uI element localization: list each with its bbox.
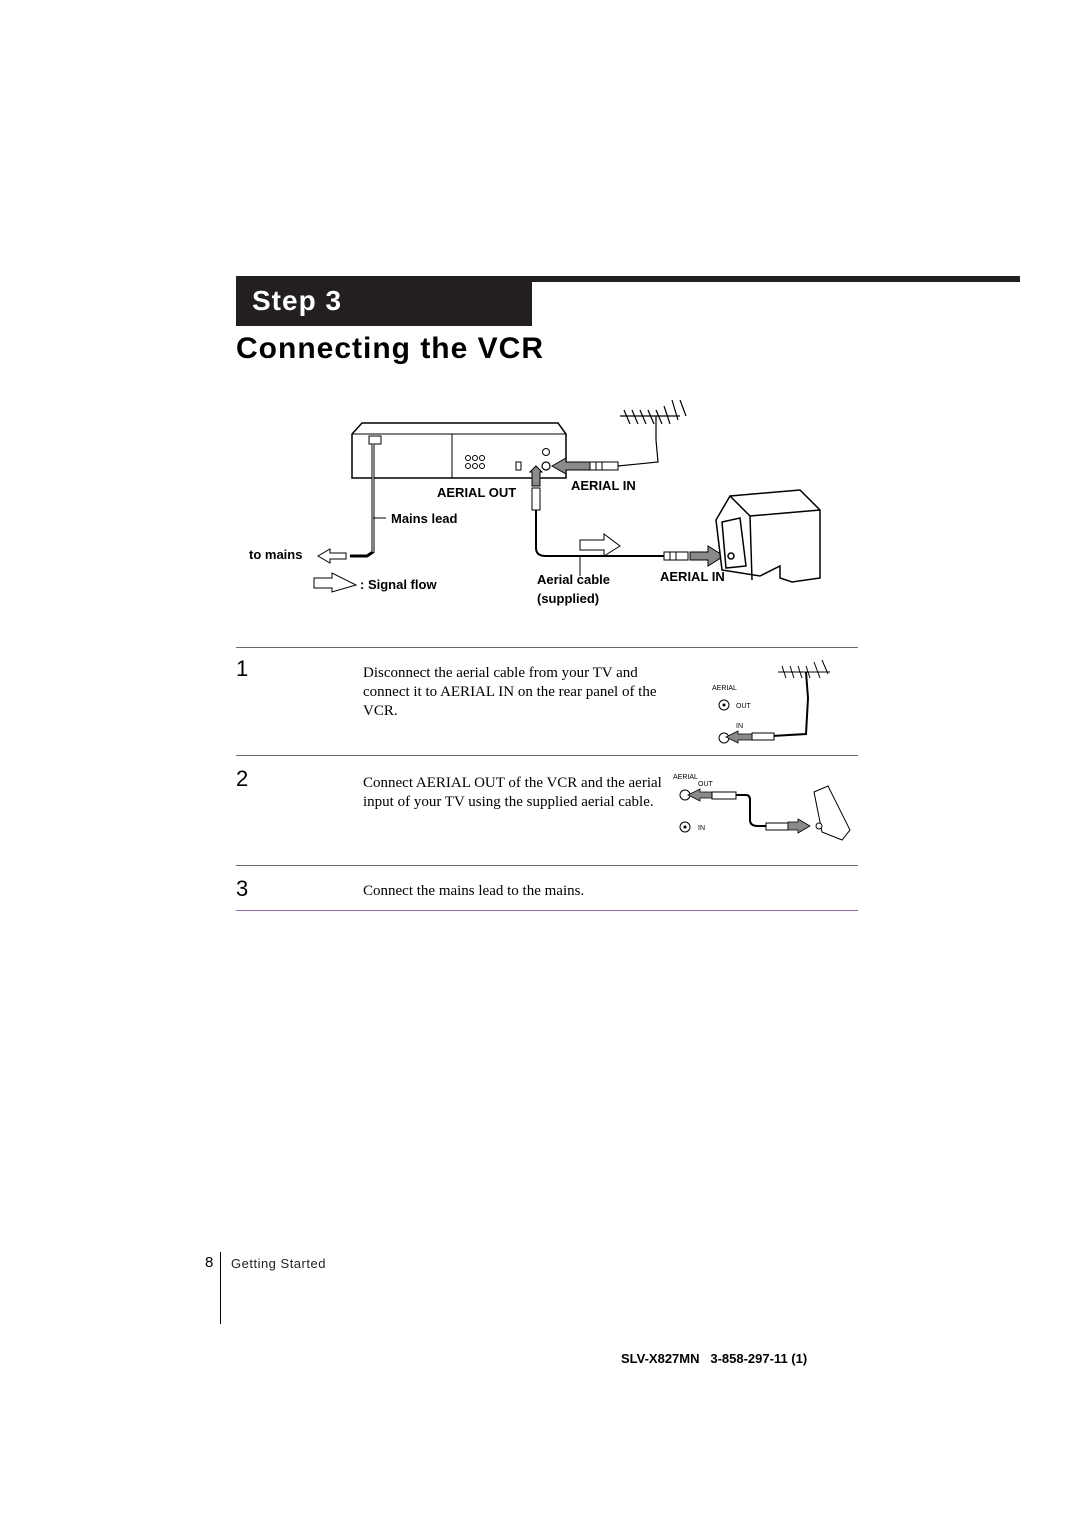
tv-side-icon [813, 785, 851, 841]
signal-arrow [725, 730, 753, 744]
fig-in-label: IN [736, 723, 743, 730]
signal-flow-legend-icon [313, 572, 358, 593]
step-number: 1 [236, 656, 249, 681]
step-header-box: Step 3 [236, 276, 532, 326]
step-number: 2 [236, 766, 249, 791]
step-number: 3 [236, 876, 249, 901]
step-divider [236, 910, 858, 911]
signal-arrow [787, 818, 811, 834]
label-mains-lead: Mains lead [391, 511, 458, 526]
label-aerial-in-vcr: AERIAL IN [571, 478, 636, 493]
aerial-plug [711, 791, 737, 800]
tv-illustration [715, 489, 821, 583]
label-aerial-in-tv: AERIAL IN [660, 569, 725, 584]
section-label: Getting Started [231, 1256, 326, 1271]
to-mains-arrow [317, 548, 347, 564]
fig-aerial-label: AERIAL [673, 774, 698, 781]
label-aerial-cable: Aerial cable [537, 572, 610, 587]
label-signal-flow: : Signal flow [360, 577, 437, 592]
roof-aerial-icon [771, 659, 830, 737]
signal-flow-arrow-cable [579, 533, 621, 557]
signal-arrow-aerial-in [550, 457, 591, 475]
step1-figure: AERIAL OUT IN [712, 659, 830, 744]
step-divider [236, 755, 858, 756]
aerial-plug [751, 732, 775, 741]
roof-aerial-icon [617, 399, 687, 467]
page-number: 8 [205, 1254, 214, 1271]
aerial-cable [531, 470, 689, 576]
connection-diagram: AERIAL OUT AERIAL IN Mains lead to mains… [249, 399, 821, 606]
fig-aerial-label: AERIAL [712, 685, 737, 692]
fig-out-label: OUT [736, 703, 752, 710]
label-aerial-out: AERIAL OUT [437, 485, 516, 500]
signal-arrow-aerial-out [528, 465, 544, 487]
mains-lead [350, 444, 386, 558]
label-supplied: (supplied) [537, 591, 599, 606]
header-rule [532, 276, 1020, 282]
step-label: Step 3 [252, 285, 343, 316]
step-text: Disconnect the aerial cable from your TV… [363, 665, 657, 719]
step-text: Connect AERIAL OUT of the VCR and the ae… [363, 775, 662, 810]
step-divider [236, 647, 858, 648]
label-to-mains: to mains [249, 547, 302, 562]
step2-figure: AERIAL OUT IN [673, 774, 851, 841]
aerial-plug [765, 822, 789, 831]
fig-out-label: OUT [698, 781, 714, 788]
step-divider [236, 865, 858, 866]
signal-arrow-tv-in [689, 545, 725, 567]
aerial-cable [736, 794, 766, 827]
aerial-plug [589, 461, 619, 471]
step-text: Connect the mains lead to the mains. [363, 883, 585, 899]
footer-divider [220, 1252, 221, 1324]
model-code: SLV-X827MN 3-858-297-11 (1) [621, 1351, 808, 1366]
signal-arrow [687, 788, 713, 802]
page-title: Connecting the VCR [236, 332, 544, 365]
fig-in-label: IN [698, 825, 705, 832]
vcr-rear-illustration [351, 422, 567, 479]
